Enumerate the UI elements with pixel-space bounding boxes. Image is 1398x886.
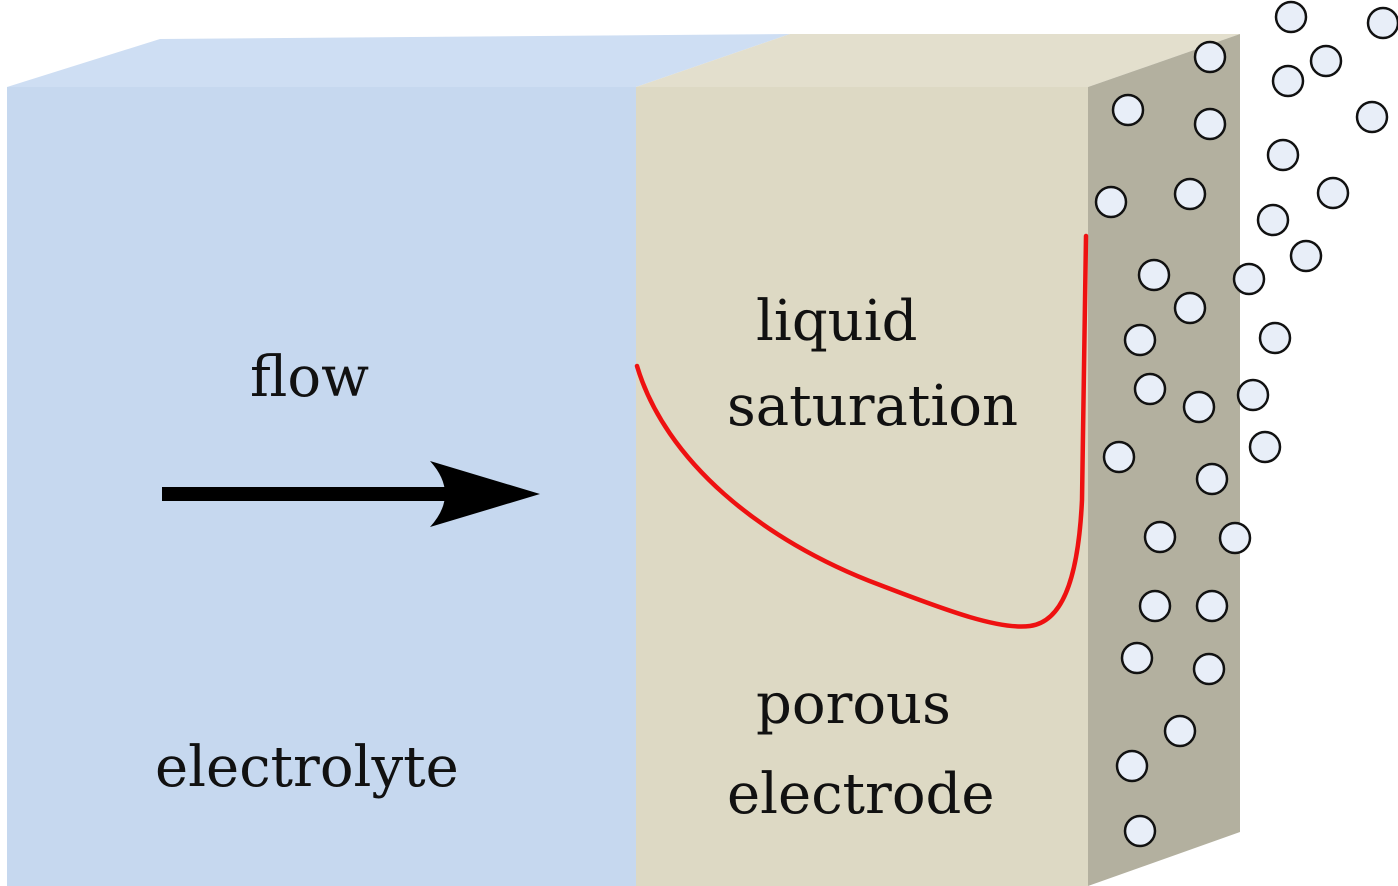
gas-bubble bbox=[1102, 440, 1136, 474]
saturation-label: saturation bbox=[727, 374, 1018, 439]
gas-bubble bbox=[1271, 64, 1305, 98]
electrode-front-face bbox=[636, 87, 1088, 886]
gas-bubble bbox=[1094, 185, 1128, 219]
gas-bubble bbox=[1173, 291, 1207, 325]
gas-bubble bbox=[1111, 93, 1145, 127]
gas-bubble bbox=[1195, 589, 1229, 623]
gas-bubble bbox=[1258, 321, 1292, 355]
gas-bubble bbox=[1355, 100, 1389, 134]
gas-bubble bbox=[1266, 138, 1300, 172]
gas-bubble bbox=[1316, 176, 1350, 210]
gas-bubbles bbox=[1094, 0, 1398, 848]
gas-bubble bbox=[1195, 462, 1229, 496]
gas-bubble bbox=[1123, 814, 1157, 848]
gas-bubble bbox=[1138, 589, 1172, 623]
gas-bubble bbox=[1248, 430, 1282, 464]
gas-bubble bbox=[1173, 177, 1207, 211]
gas-bubble bbox=[1123, 323, 1157, 357]
gas-bubble bbox=[1192, 652, 1226, 686]
gas-bubble bbox=[1274, 0, 1308, 34]
gas-bubble bbox=[1115, 749, 1149, 783]
gas-bubble bbox=[1232, 262, 1266, 296]
gas-bubble bbox=[1193, 107, 1227, 141]
gas-bubble bbox=[1143, 520, 1177, 554]
gas-bubble bbox=[1182, 390, 1216, 424]
gas-bubble bbox=[1236, 378, 1270, 412]
gas-bubble bbox=[1137, 258, 1171, 292]
gas-bubble bbox=[1193, 40, 1227, 74]
gas-bubble bbox=[1309, 44, 1343, 78]
gas-bubble bbox=[1133, 372, 1167, 406]
electrode-label: electrode bbox=[727, 762, 995, 827]
liquid-label: liquid bbox=[756, 289, 918, 354]
flow-arrow bbox=[162, 461, 540, 527]
gas-bubble bbox=[1218, 521, 1252, 555]
flow-arrow-head bbox=[430, 461, 540, 527]
gas-bubble bbox=[1163, 714, 1197, 748]
porous-label: porous bbox=[756, 672, 951, 737]
gas-bubble bbox=[1256, 203, 1290, 237]
electrolyte-label: electrolyte bbox=[155, 735, 459, 800]
gas-bubble bbox=[1366, 6, 1398, 40]
flow-label: flow bbox=[250, 345, 369, 410]
gas-bubble bbox=[1120, 641, 1154, 675]
electrolyte-front-face bbox=[7, 87, 637, 886]
gas-bubble bbox=[1289, 239, 1323, 273]
electrode-top-face bbox=[636, 34, 1240, 87]
liquid-saturation-curve bbox=[634, 233, 1089, 629]
electrolyte-top-face bbox=[7, 34, 790, 87]
